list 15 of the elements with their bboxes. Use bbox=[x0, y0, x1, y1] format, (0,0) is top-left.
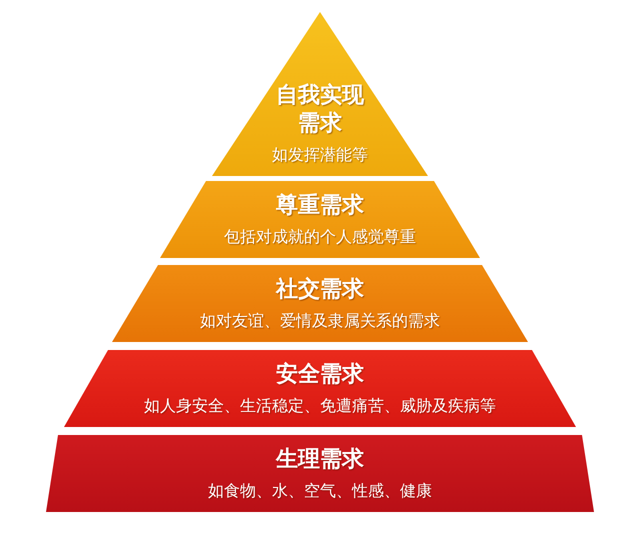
tier-description: 如对友谊、爱情及隶属关系的需求 bbox=[200, 310, 440, 332]
tier-description: 如食物、水、空气、性感、健康 bbox=[208, 480, 432, 502]
tier-heading: 生理需求 bbox=[276, 446, 364, 474]
tier-heading: 安全需求 bbox=[276, 360, 364, 388]
tier-description: 如人身安全、生活稳定、免遭痛苦、威胁及疾病等 bbox=[144, 394, 496, 416]
pyramid-tier bbox=[212, 12, 428, 176]
pyramid-tier bbox=[64, 350, 576, 427]
tier-description: 包括对成就的个人感觉尊重 bbox=[224, 226, 416, 248]
tier-heading: 自我实现需求 bbox=[275, 82, 365, 138]
pyramid-tier bbox=[46, 435, 594, 512]
tier-heading: 社交需求 bbox=[276, 276, 364, 304]
pyramid-tier bbox=[160, 181, 480, 258]
pyramid-tier bbox=[112, 265, 528, 342]
tier-description: 如发挥潜能等 bbox=[272, 144, 368, 166]
tier-heading: 尊重需求 bbox=[276, 192, 364, 220]
